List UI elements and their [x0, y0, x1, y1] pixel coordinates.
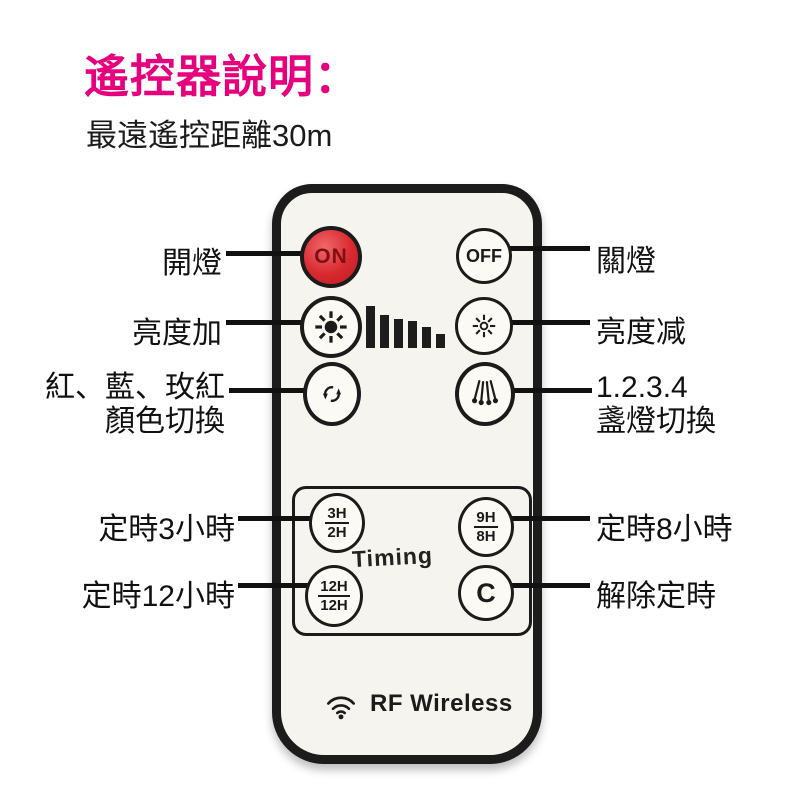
- page-title: 遙控器說明：: [84, 51, 361, 102]
- callout-cancel-label: 解除定時: [596, 580, 716, 613]
- page-subtitle: 最遠遙控距離30m: [86, 118, 333, 153]
- callout-line-timer12: [238, 583, 310, 588]
- cancel-timer-button[interactable]: C: [458, 565, 514, 621]
- brightness-bar: [394, 319, 403, 348]
- lamp-strings-icon: [466, 375, 504, 413]
- wifi-icon: [322, 688, 360, 720]
- timer-9h-button[interactable]: 9H 8H: [458, 497, 514, 557]
- callout-line-on: [226, 251, 304, 256]
- brightness-bar: [436, 334, 445, 348]
- callout-line-brightness-up: [226, 320, 304, 325]
- callout-brightness-up-label: 亮度加: [132, 317, 222, 350]
- brightness-bars: [366, 306, 445, 348]
- brightness-bar: [366, 306, 375, 348]
- callout-lamp-switch-label: 1.2.3.4 盞燈切換: [596, 371, 716, 438]
- sun-outline-icon: [468, 310, 500, 342]
- off-button[interactable]: OFF: [456, 228, 512, 284]
- brightness-down-button[interactable]: [455, 297, 513, 355]
- brightness-up-button[interactable]: [300, 296, 362, 358]
- color-cycle-button[interactable]: [303, 362, 361, 426]
- callout-line-timer3: [238, 516, 312, 521]
- callout-line-off: [510, 246, 590, 251]
- callout-brightness-down-label: 亮度减: [596, 316, 686, 349]
- callout-timer12-label: 定時12小時: [81, 580, 235, 613]
- callout-on-label: 開燈: [162, 247, 222, 280]
- callout-line-color: [229, 388, 306, 393]
- timer-12h-button[interactable]: 12H 12H: [305, 565, 363, 627]
- callout-timer8-label: 定時8小時: [596, 513, 733, 546]
- timer-3h-button[interactable]: 3H 2H: [309, 493, 365, 553]
- on-button[interactable]: ON: [300, 226, 362, 288]
- callout-line-lamp: [512, 388, 592, 393]
- callout-off-label: 關燈: [596, 245, 656, 278]
- callout-color-switch-label: 紅、藍、玫紅 顏色切換: [45, 371, 225, 438]
- callout-line-cancel: [511, 583, 590, 588]
- sun-filled-icon: [312, 308, 350, 346]
- timing-panel-title: Timing: [351, 541, 434, 573]
- brightness-bar: [408, 321, 417, 348]
- brand-label: RF Wireless: [370, 690, 513, 717]
- timing-panel: [292, 486, 532, 636]
- brightness-bar: [380, 315, 389, 348]
- callout-line-brightness-down: [510, 320, 590, 325]
- lamp-select-button[interactable]: [455, 362, 515, 426]
- callout-timer3-label: 定時3小時: [98, 513, 235, 546]
- brand-row: RF Wireless: [322, 688, 513, 720]
- cycle-arrows-icon: [315, 377, 349, 411]
- callout-line-timer8: [511, 516, 590, 521]
- brightness-bar: [422, 327, 431, 348]
